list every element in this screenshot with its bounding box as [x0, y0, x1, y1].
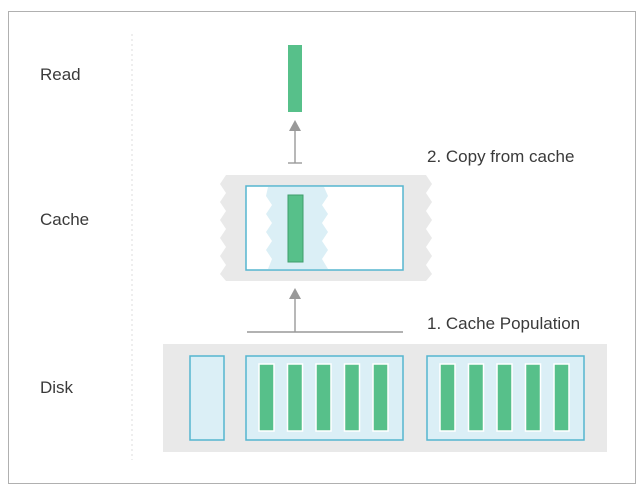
- disk-data-block: [496, 363, 513, 432]
- row-label-disk: Disk: [40, 378, 74, 397]
- cached-data-block: [287, 194, 304, 263]
- disk-data-block: [343, 363, 361, 432]
- population-arrow: [247, 288, 403, 333]
- disk-data-block: [372, 363, 389, 432]
- annotation-cache-population: 1. Cache Population: [427, 314, 581, 333]
- copy-arrow: [288, 120, 302, 164]
- row-label-cache: Cache: [40, 210, 90, 229]
- disk-blocks-group-a: [258, 363, 389, 432]
- disk-data-block: [524, 363, 542, 432]
- disk-page-single: [189, 355, 225, 441]
- disk-data-block: [467, 363, 485, 432]
- disk-data-block: [553, 363, 570, 432]
- read-data-block: [288, 45, 302, 112]
- disk-blocks-group-b: [439, 363, 570, 432]
- annotation-copy-from-cache: 2. Copy from cache: [427, 147, 575, 166]
- disk-data-block: [286, 363, 304, 432]
- disk-data-block: [439, 363, 456, 432]
- disk-data-block: [258, 363, 275, 432]
- row-label-read: Read: [40, 65, 81, 84]
- disk-data-block: [315, 363, 332, 432]
